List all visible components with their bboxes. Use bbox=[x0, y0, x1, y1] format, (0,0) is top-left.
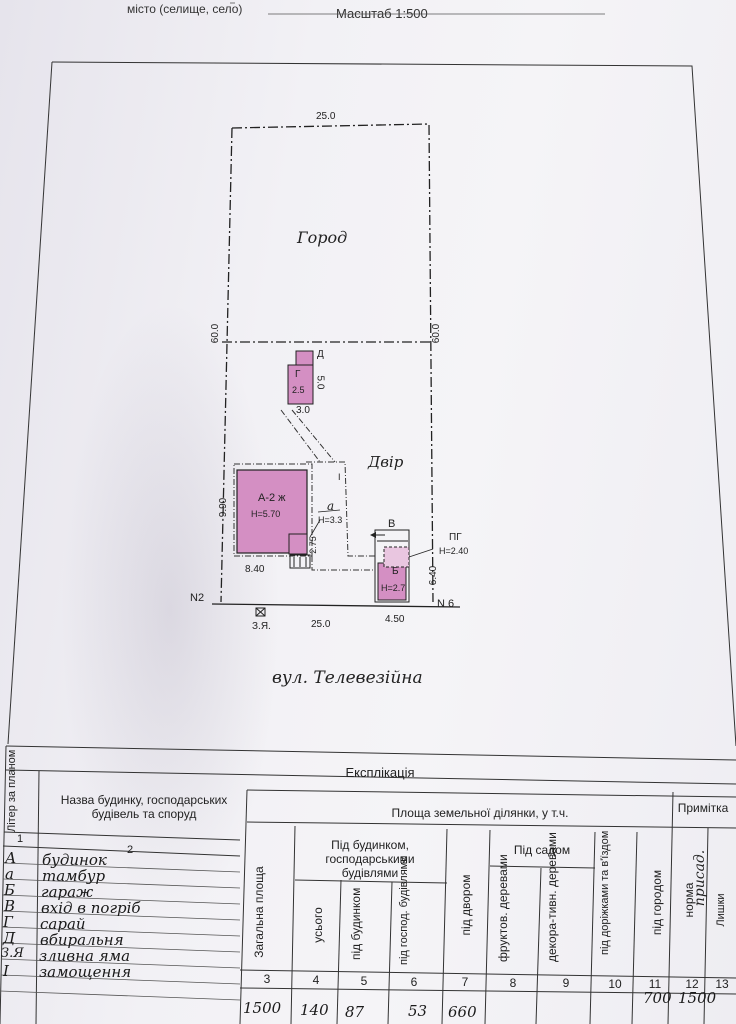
row-name: будинок bbox=[42, 851, 107, 869]
dim-house-width: 8.40 bbox=[245, 564, 265, 575]
frame-border bbox=[51, 61, 736, 747]
col-total: Загальна площа bbox=[252, 866, 266, 958]
shed-g bbox=[287, 364, 314, 405]
garage-height: H=2.7 bbox=[381, 583, 406, 593]
frame-left bbox=[7, 61, 53, 745]
col-num-12: 12 bbox=[685, 977, 699, 991]
place-label: місто (селище, село) bbox=[127, 2, 243, 16]
row-liter: Б bbox=[4, 881, 16, 899]
col-num-11: 11 bbox=[648, 977, 662, 991]
cellar-entry-label: В bbox=[388, 518, 396, 530]
neighbor-right: N 6 bbox=[437, 598, 455, 610]
col-area-group: Площа земельної ділянки, у т.ч. bbox=[391, 806, 569, 820]
porch-a bbox=[288, 533, 308, 555]
col-veg: під городом bbox=[650, 869, 664, 936]
row-name: вхід в погріб bbox=[41, 899, 141, 917]
value-norm: 1500 bbox=[678, 989, 717, 1007]
value-veg: 700 bbox=[643, 989, 672, 1007]
cellar-height: H=2.40 bbox=[439, 546, 469, 556]
row-name: гараж bbox=[41, 883, 94, 901]
value-house: 87 bbox=[345, 1003, 365, 1021]
row-liter: А bbox=[5, 849, 17, 867]
front-line bbox=[211, 603, 461, 608]
col-num-3: 3 bbox=[263, 972, 271, 986]
col-num-9: 9 bbox=[562, 976, 570, 990]
shadow bbox=[60, 300, 280, 920]
neighbor-left: N2 bbox=[190, 592, 205, 604]
garage-label: Б bbox=[392, 566, 399, 577]
col-aux: під господ. будівлями bbox=[398, 855, 410, 965]
col-num-7: 7 bbox=[461, 975, 469, 989]
col-name-header: Назва будинку, господарських будівель та… bbox=[60, 793, 228, 821]
dim-garage-width: 4.50 bbox=[385, 614, 405, 625]
col-note: Примітка bbox=[677, 801, 729, 815]
col-num-2: 2 bbox=[126, 844, 134, 856]
row-liter: З.Я bbox=[1, 946, 24, 961]
shed-height: 2.5 bbox=[292, 385, 305, 395]
garage-b bbox=[377, 562, 407, 601]
fence-label: I bbox=[338, 472, 341, 482]
table-title: Експлікація bbox=[345, 765, 415, 780]
yard-label: Двір bbox=[368, 453, 404, 471]
col-num-13: 13 bbox=[715, 977, 729, 991]
col-garden-group: Під садом bbox=[513, 843, 571, 857]
col-buildings-group: Під будинком, господарськими будівлями bbox=[325, 838, 415, 880]
col-excess: Лишки bbox=[715, 893, 727, 927]
col-decor: декора-тивн. деревами bbox=[545, 832, 559, 962]
col-num-10: 10 bbox=[608, 977, 622, 991]
dim-shed-width: 3.0 bbox=[296, 405, 310, 416]
col-roads: під доріжками та в'їздом bbox=[599, 830, 611, 955]
toilet-label: Д bbox=[317, 349, 324, 360]
value-total: 1500 bbox=[243, 999, 282, 1017]
row-liter: Г bbox=[3, 913, 13, 931]
site-plan bbox=[7, 2, 736, 747]
porch-label: а bbox=[327, 499, 335, 513]
col-yard: під двором bbox=[459, 874, 473, 936]
row-name: зливна яма bbox=[39, 947, 131, 965]
plot-outline bbox=[220, 123, 434, 603]
row-liter: В bbox=[4, 897, 16, 915]
row-name: вбиральня bbox=[40, 931, 124, 949]
col-num-5: 5 bbox=[360, 974, 368, 988]
value-all: 140 bbox=[300, 1001, 329, 1019]
col-num-1: 1 bbox=[16, 833, 24, 845]
porch-height: H=3.3 bbox=[318, 515, 343, 525]
scale-label: Масштаб 1:500 bbox=[336, 6, 428, 21]
dim-top-width: 25.0 bbox=[316, 111, 336, 122]
col-fruit: фруктов. деревами bbox=[496, 854, 510, 962]
cesspool bbox=[255, 607, 266, 617]
col-num-6: 6 bbox=[410, 975, 418, 989]
row-name: тамбур bbox=[42, 867, 106, 885]
col-house: під будинком bbox=[349, 887, 363, 960]
col-num-8: 8 bbox=[509, 976, 517, 990]
cellar-label: ПГ bbox=[449, 532, 462, 543]
norm-note: присад. bbox=[692, 849, 708, 907]
col-liter-header: Літер за планом bbox=[6, 749, 18, 832]
garden-label: Город bbox=[297, 228, 348, 247]
house-height: H=5.70 bbox=[251, 509, 281, 519]
dim-front-width: 25.0 bbox=[311, 619, 331, 630]
pit-label: З.Я. bbox=[252, 621, 271, 632]
col-all: усього bbox=[311, 907, 325, 943]
row-name: замощення bbox=[39, 963, 132, 981]
row-liter: а bbox=[5, 865, 14, 883]
row-liter: I bbox=[3, 962, 9, 980]
value-yard: 660 bbox=[448, 1003, 477, 1021]
row-name: сарай bbox=[40, 915, 86, 933]
row-liter: Д bbox=[3, 929, 16, 947]
street-label: вул. Телевезійна bbox=[272, 668, 423, 688]
col-num-4: 4 bbox=[312, 973, 320, 987]
shed-label: Г bbox=[295, 369, 301, 380]
value-aux: 53 bbox=[408, 1002, 428, 1020]
house-label: А-2 ж bbox=[258, 492, 286, 504]
